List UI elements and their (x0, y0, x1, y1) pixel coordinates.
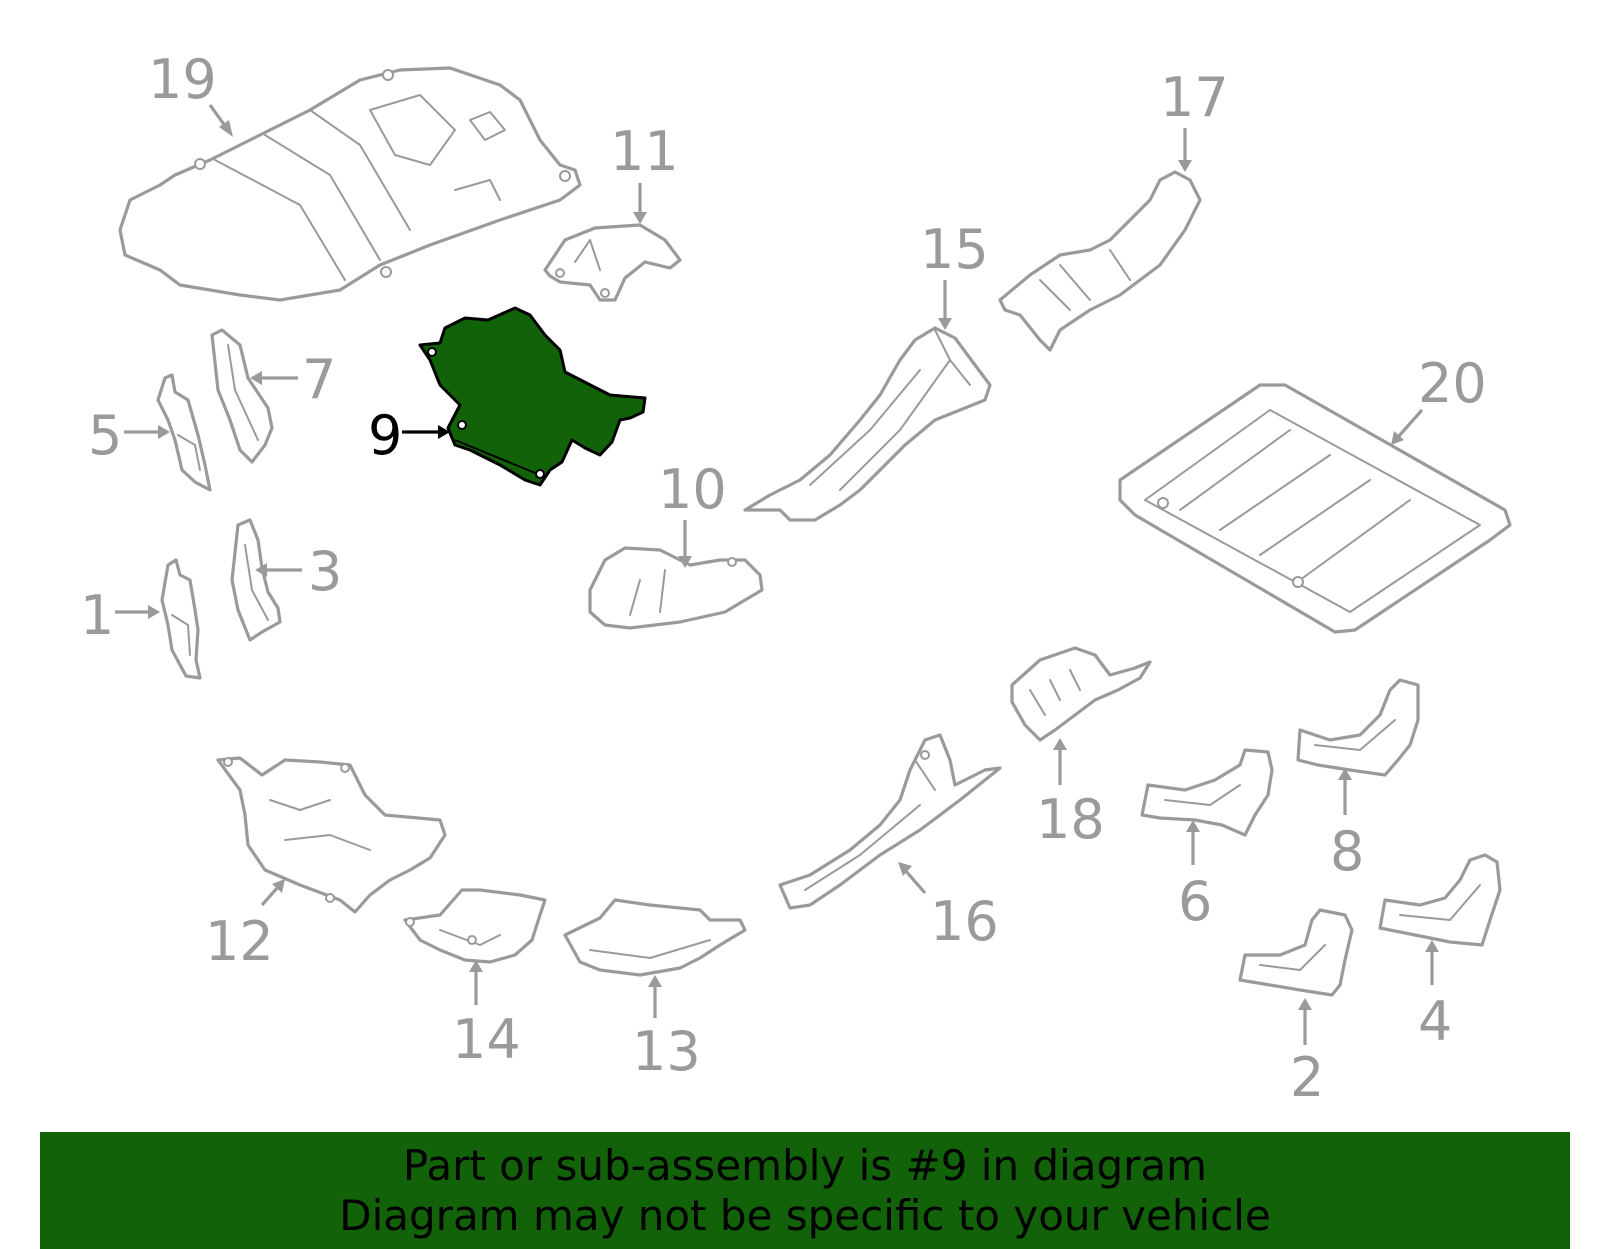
part-20-arrowhead (1391, 431, 1404, 445)
part-10-arrowhead (678, 556, 692, 568)
part-7-shape (210, 328, 274, 464)
part-12-leader (260, 885, 280, 907)
callout-15: 15 (920, 218, 989, 281)
footer-banner: Part or sub-assembly is #9 in diagram Di… (40, 1132, 1570, 1249)
part-4-arrowhead (1425, 940, 1439, 952)
part-3-arrowhead (255, 563, 267, 577)
part-12-shape (216, 756, 447, 914)
callout-14: 14 (452, 1008, 521, 1071)
part-11-shape (543, 223, 682, 302)
callout-19: 19 (148, 48, 217, 111)
part-16-arrowhead (898, 862, 912, 876)
part-18-shape (1010, 646, 1152, 742)
callout-10: 10 (658, 458, 727, 521)
part-13-arrowhead (648, 975, 662, 987)
callout-12: 12 (205, 910, 274, 973)
callout-8: 8 (1330, 820, 1364, 883)
part-8-arrowhead (1338, 768, 1352, 780)
callout-18: 18 (1036, 788, 1105, 851)
part-9-arrowhead (438, 425, 450, 439)
part-16-leader (903, 868, 927, 895)
callout-6: 6 (1178, 870, 1212, 933)
part-18-arrowhead (1053, 738, 1067, 750)
part-9-shape (418, 306, 647, 487)
callout-13: 13 (632, 1020, 701, 1083)
part-1-shape (160, 558, 202, 680)
part-2-arrowhead (1298, 998, 1312, 1010)
part-16-shape (778, 733, 1002, 910)
part-4-shape (1378, 853, 1502, 947)
callout-20: 20 (1418, 352, 1487, 415)
part-7-arrowhead (250, 371, 262, 385)
callout-11: 11 (610, 120, 679, 183)
part-14-shape (403, 888, 547, 964)
part-8-shape (1296, 678, 1420, 777)
callout-5: 5 (88, 404, 122, 467)
callout-2: 2 (1290, 1046, 1324, 1109)
part-12-arrowhead (272, 879, 285, 893)
footer-line-2: Diagram may not be specific to your vehi… (339, 1190, 1271, 1240)
callout-16: 16 (930, 890, 999, 953)
callout-3: 3 (308, 540, 342, 603)
part-11-arrowhead (633, 212, 647, 224)
part-17-arrowhead (1178, 160, 1192, 172)
parts-diagram: 19 11 17 15 20 (80, 48, 1512, 1109)
part-6-shape (1140, 748, 1274, 837)
part-3-shape (230, 518, 282, 642)
part-13-shape (563, 898, 747, 977)
part-1-arrowhead (148, 605, 160, 619)
part-6-arrowhead (1186, 820, 1200, 832)
part-19-arrowhead (219, 120, 233, 137)
part-5-arrowhead (158, 425, 170, 439)
part-20-leader (1396, 408, 1424, 439)
callout-4: 4 (1418, 990, 1452, 1053)
part-5-shape (156, 373, 212, 492)
part-15-arrowhead (938, 318, 952, 330)
footer-line-1: Part or sub-assembly is #9 in diagram (402, 1140, 1208, 1190)
callout-7: 7 (302, 348, 336, 411)
callout-17: 17 (1160, 66, 1229, 129)
part-17-shape (998, 170, 1202, 352)
callout-9: 9 (368, 404, 402, 467)
part-2-shape (1238, 908, 1354, 997)
callout-1: 1 (80, 584, 114, 647)
part-19-shape (118, 66, 582, 302)
part-14-arrowhead (469, 960, 483, 972)
part-10-shape (588, 546, 764, 630)
part-15-shape (743, 326, 992, 522)
part-20-shape (1118, 383, 1512, 634)
